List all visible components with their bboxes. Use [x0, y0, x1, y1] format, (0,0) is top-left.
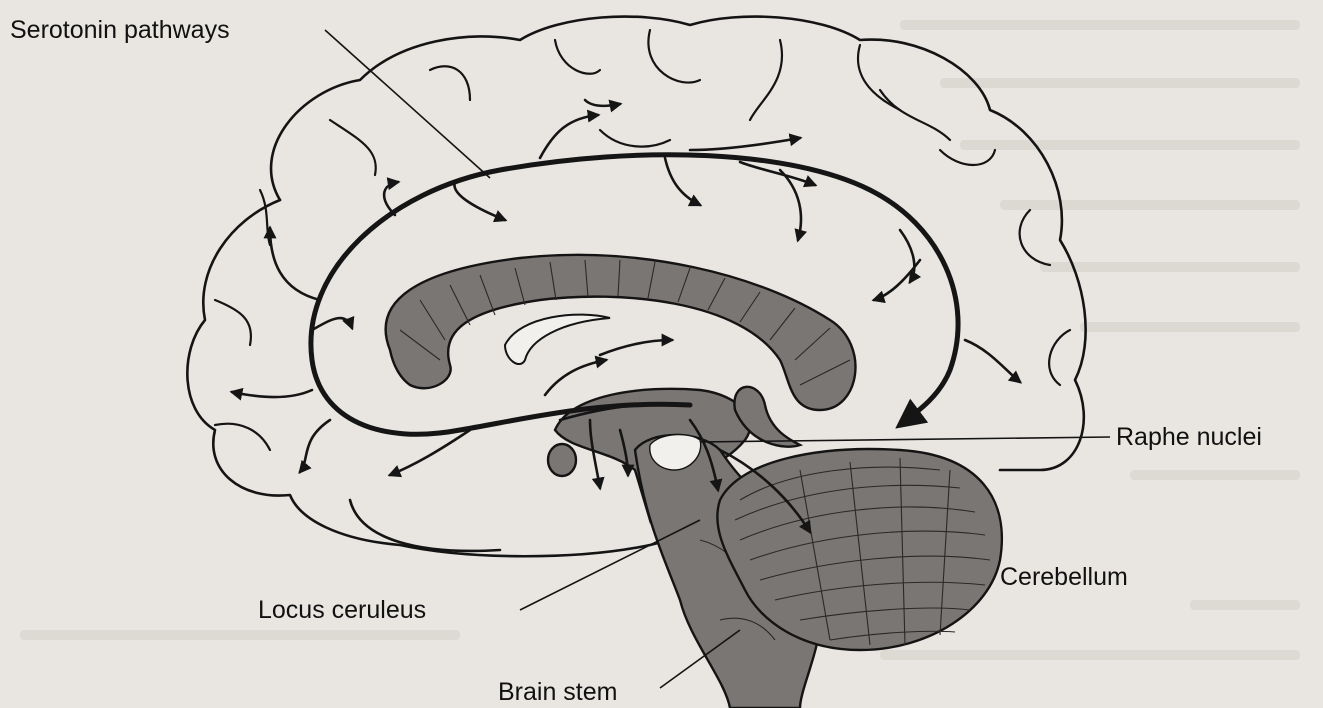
fornix: [505, 315, 610, 364]
corpus-callosum: [386, 255, 856, 410]
label-locus-ceruleus: Locus ceruleus: [258, 596, 426, 624]
label-brain-stem: Brain stem: [498, 678, 617, 706]
label-serotonin-pathways: Serotonin pathways: [10, 16, 230, 44]
label-raphe-nuclei: Raphe nuclei: [1116, 423, 1262, 451]
label-cerebellum: Cerebellum: [1000, 563, 1128, 591]
temporal-lobe-lower: [350, 500, 500, 551]
